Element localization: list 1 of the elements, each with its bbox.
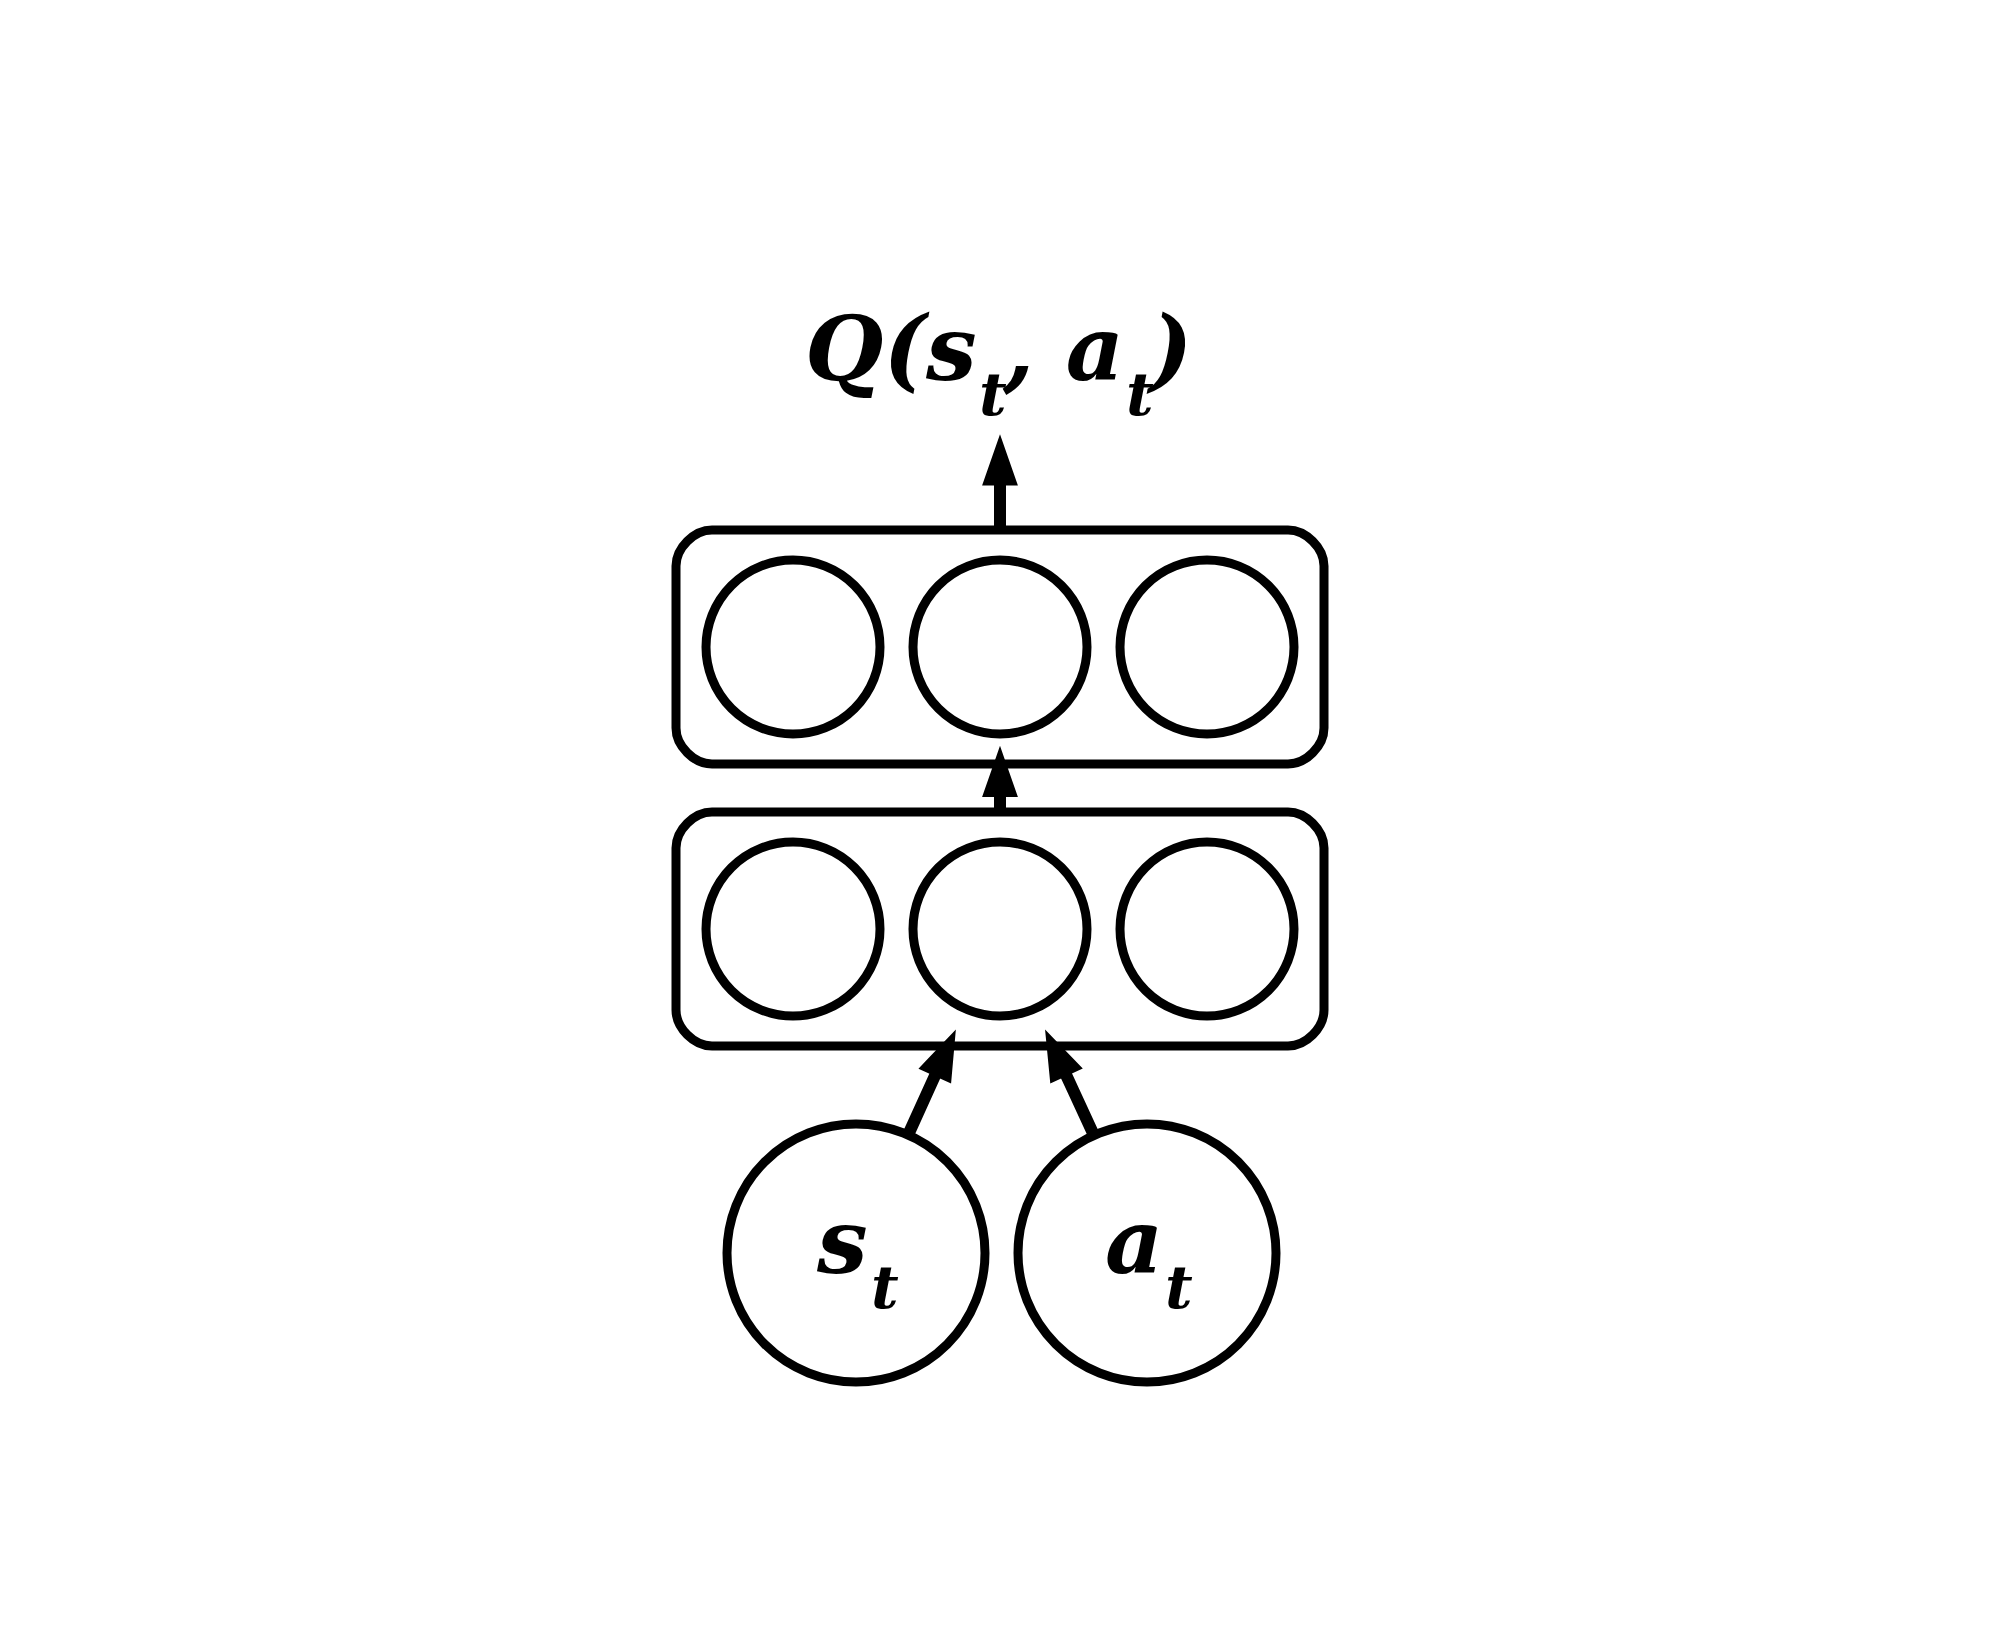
node-text: Q(s$_{t}$, a$_{t}$) [805, 294, 1193, 429]
